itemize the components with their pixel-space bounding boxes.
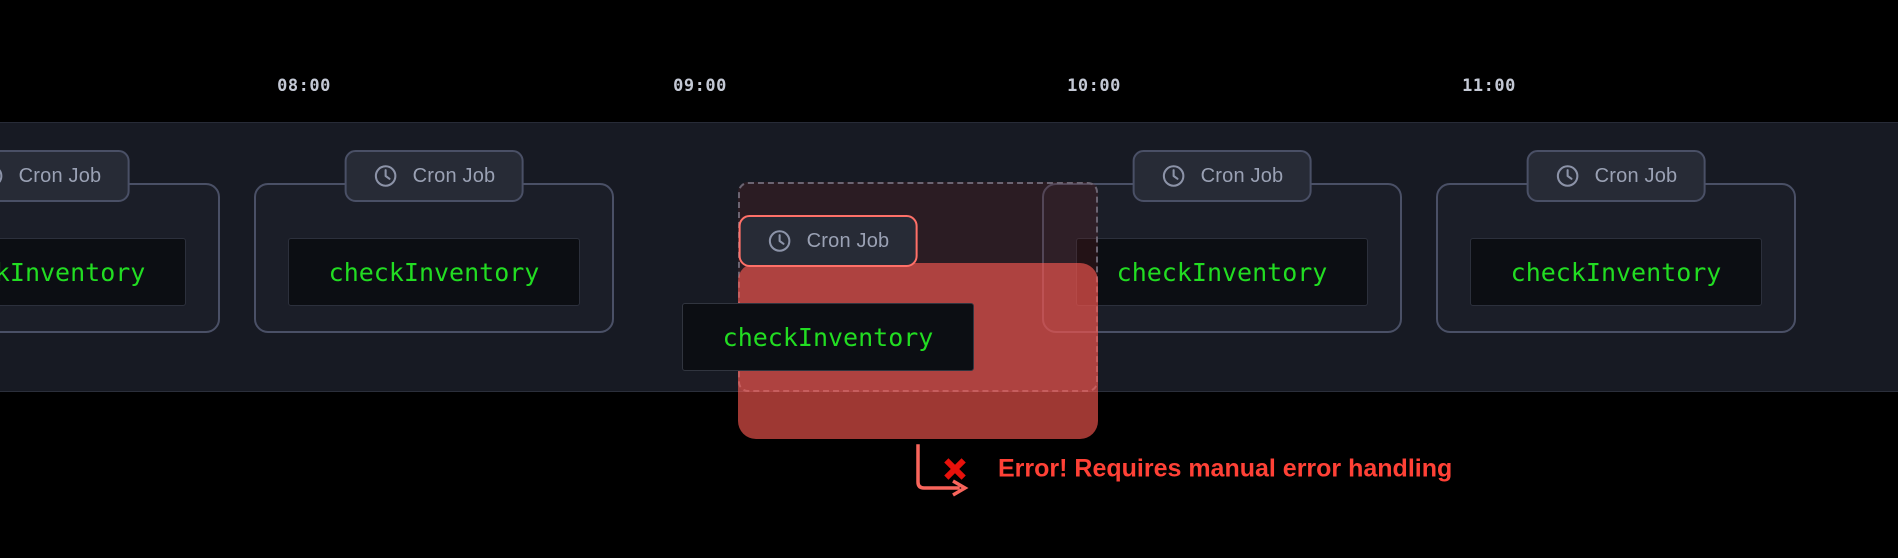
time-tick-label: 10:00: [1067, 76, 1121, 96]
clock-icon: [0, 169, 3, 183]
error-message: Error! Requires manual error handling: [998, 454, 1453, 483]
clock-icon: [768, 230, 791, 252]
code-box[interactable]: checkInventory: [682, 303, 974, 371]
function-name: checkInventory: [722, 322, 934, 352]
function-name: checkInventory: [1116, 257, 1328, 287]
function-name: checkInventory: [1510, 257, 1722, 287]
trigger-label: Cron Job: [1594, 164, 1678, 187]
timeline-ruler: 08:00 09:00 10:00 11:00: [0, 0, 1898, 122]
cron-node[interactable]: Cron Job checkInventory: [254, 150, 614, 340]
clock-icon: [1556, 165, 1579, 187]
trigger-pill[interactable]: Cron Job: [0, 150, 130, 202]
cron-node[interactable]: Cron Job checkInventory: [1042, 150, 1402, 340]
trigger-pill[interactable]: Cron Job: [1132, 150, 1312, 202]
trigger-label: Cron Job: [806, 229, 890, 252]
code-box[interactable]: checkInventory: [0, 238, 186, 306]
function-name: checkInventory: [328, 257, 540, 287]
time-tick-label: 08:00: [277, 76, 331, 96]
cron-node[interactable]: Cron Job checkInventory: [1436, 150, 1796, 340]
trigger-pill[interactable]: Cron Job: [738, 215, 918, 267]
function-name: checkInventory: [0, 257, 146, 287]
code-box[interactable]: checkInventory: [1076, 238, 1368, 306]
time-tick-label: 09:00: [673, 76, 727, 96]
code-box[interactable]: checkInventory: [288, 238, 580, 306]
trigger-pill[interactable]: Cron Job: [344, 150, 524, 202]
clock-icon: [374, 165, 397, 187]
trigger-label: Cron Job: [412, 164, 496, 187]
elbow-arrow-icon: [916, 444, 969, 497]
trigger-label: Cron Job: [18, 164, 102, 187]
clock-icon: [1162, 165, 1185, 187]
trigger-label: Cron Job: [1200, 164, 1284, 187]
cross-mark-icon: [944, 458, 966, 480]
trigger-pill[interactable]: Cron Job: [1526, 150, 1706, 202]
cron-node[interactable]: Cron Job checkInventory: [0, 150, 220, 340]
code-box[interactable]: checkInventory: [1470, 238, 1762, 306]
cron-node[interactable]: Cron Job checkInventory: [648, 215, 1008, 405]
time-tick-label: 11:00: [1462, 76, 1516, 96]
